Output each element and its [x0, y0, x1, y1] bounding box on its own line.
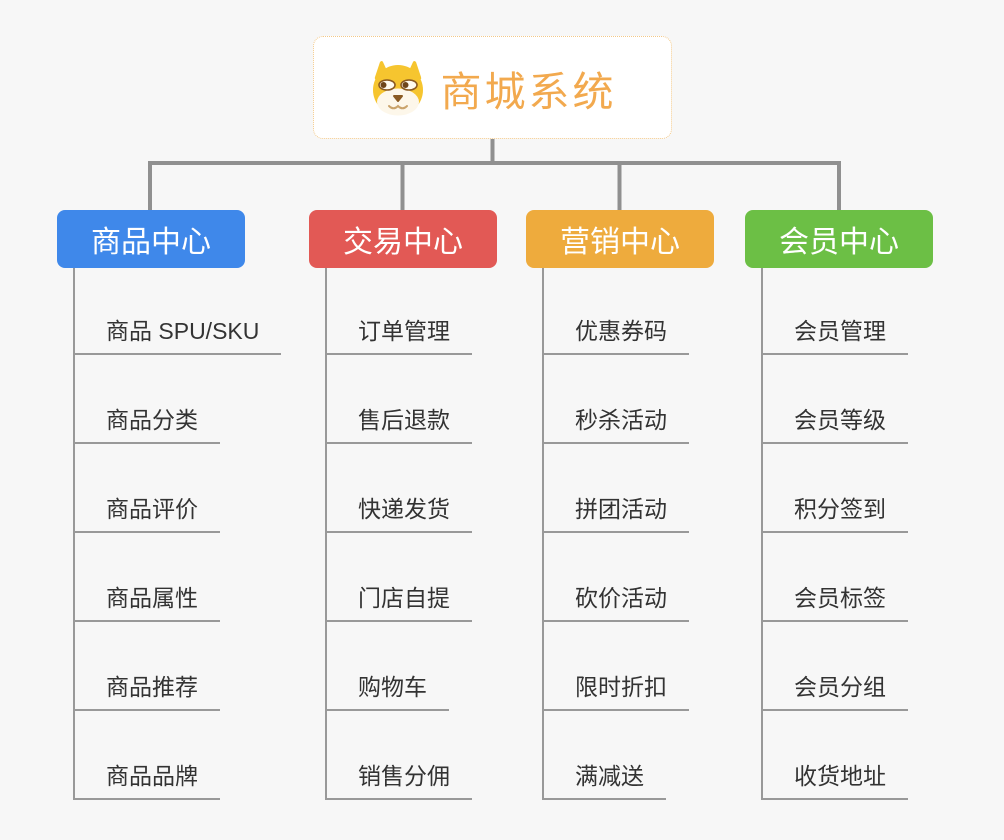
leaf-node[interactable]: 积分签到	[761, 495, 908, 533]
leaf-node[interactable]: 商品评价	[73, 495, 220, 533]
leaf-node[interactable]: 收货地址	[761, 762, 908, 800]
dog-face-icon	[372, 60, 423, 115]
branch-children-product-center: 商品 SPU/SKU 商品分类 商品评价 商品属性 商品推荐 商品品牌	[73, 268, 282, 800]
branch-column-member-center: 会员中心 会员管理 会员等级 积分签到 会员标签 会员分组 收货地址	[745, 210, 933, 800]
leaf-node[interactable]: 商品分类	[73, 406, 220, 444]
leaf-node[interactable]: 会员标签	[761, 584, 908, 622]
root-node-mall-system[interactable]: 商城系统	[313, 36, 672, 139]
leaf-node[interactable]: 商品推荐	[73, 673, 220, 711]
leaf-node[interactable]: 商品属性	[73, 584, 220, 622]
leaf-node[interactable]: 会员等级	[761, 406, 908, 444]
leaf-node[interactable]: 限时折扣	[542, 673, 689, 711]
leaf-node[interactable]: 优惠券码	[542, 317, 689, 355]
leaf-node[interactable]: 会员管理	[761, 317, 908, 355]
leaf-node[interactable]: 购物车	[325, 673, 449, 711]
leaf-node[interactable]: 满减送	[542, 762, 666, 800]
branch-column-trade-center: 交易中心 订单管理 售后退款 快递发货 门店自提 购物车 销售分佣	[309, 210, 497, 800]
branch-column-marketing-center: 营销中心 优惠券码 秒杀活动 拼团活动 砍价活动 限时折扣 满减送	[526, 210, 714, 800]
leaf-node[interactable]: 商品品牌	[73, 762, 220, 800]
branch-column-product-center: 商品中心 商品 SPU/SKU 商品分类 商品评价 商品属性 商品推荐 商品品牌	[57, 210, 282, 800]
leaf-node[interactable]: 会员分组	[761, 673, 908, 711]
leaf-node[interactable]: 销售分佣	[325, 762, 472, 800]
leaf-node[interactable]: 门店自提	[325, 584, 472, 622]
branch-node-member-center[interactable]: 会员中心	[745, 210, 933, 268]
leaf-node[interactable]: 订单管理	[325, 317, 472, 355]
branch-node-trade-center[interactable]: 交易中心	[309, 210, 497, 268]
root-title: 商城系统	[440, 68, 617, 115]
leaf-node[interactable]: 快递发货	[325, 495, 472, 533]
branch-children-member-center: 会员管理 会员等级 积分签到 会员标签 会员分组 收货地址	[761, 268, 933, 800]
leaf-node[interactable]: 商品 SPU/SKU	[73, 317, 282, 355]
branch-node-marketing-center[interactable]: 营销中心	[526, 210, 714, 268]
branch-children-trade-center: 订单管理 售后退款 快递发货 门店自提 购物车 销售分佣	[325, 268, 497, 800]
branch-children-marketing-center: 优惠券码 秒杀活动 拼团活动 砍价活动 限时折扣 满减送	[542, 268, 714, 800]
leaf-node[interactable]: 秒杀活动	[542, 406, 689, 444]
leaf-node[interactable]: 拼团活动	[542, 495, 689, 533]
branch-node-product-center[interactable]: 商品中心	[57, 210, 245, 268]
leaf-node[interactable]: 砍价活动	[542, 584, 689, 622]
leaf-node[interactable]: 售后退款	[325, 406, 472, 444]
